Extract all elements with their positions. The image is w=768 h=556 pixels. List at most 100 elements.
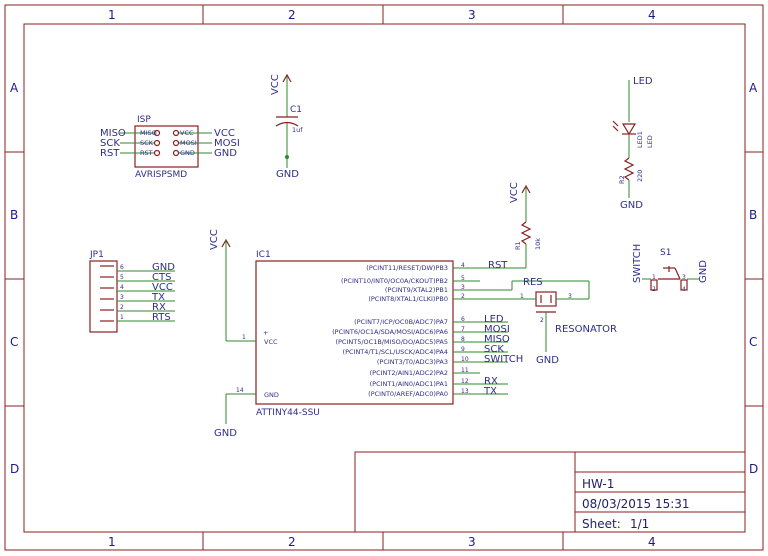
ic1-pin-label: (PCINT8/XTAL1/CLKI)PB0 (368, 295, 448, 303)
ic1-ref: IC1 (256, 250, 271, 260)
ic1-pin-net: LED (484, 314, 504, 325)
frame-col-3-top: 3 (468, 8, 476, 22)
led-net: LED (633, 76, 653, 87)
frame-col-2-bottom: 2 (288, 535, 296, 549)
ic1-pin-label: (PCINT7/ICP/OC0B/ADC7)PA7 (354, 318, 448, 326)
isp-net-rst: RST (100, 148, 120, 159)
ic1-pin-label: (PCINT5/OC1B/MISO/DO/ADC5)PA5 (335, 338, 448, 346)
frame-row-a-right: A (749, 81, 758, 95)
jp1-pin-6: 6 (120, 264, 124, 271)
r1-ref: R1 (514, 241, 522, 250)
resonator (527, 291, 566, 352)
isp-pin-sck: SCK (140, 139, 154, 147)
led-branch (612, 80, 637, 198)
ic1-pin-label: (PCINT9/XTAL2)PB1 (385, 286, 448, 294)
ic1-pin-net: TX (483, 386, 497, 397)
r2-ref: R2 (618, 175, 626, 184)
header-jp1 (89, 260, 175, 333)
jp1-pin-2: 2 (120, 304, 124, 311)
isp-pin-vcc: VCC (180, 129, 194, 137)
frame-row-c-left: C (10, 335, 18, 349)
r1-value: 10k (534, 238, 542, 250)
res-ref: RES (523, 277, 543, 288)
ic1-pin-label: (PCINT1/AIN0/ADC1)PA1 (370, 380, 448, 388)
c1-ref: C1 (290, 105, 302, 115)
ic1-pin-number: 10 (461, 356, 469, 363)
ic1-pin-number: 8 (461, 336, 465, 343)
isp-net-sck: SCK (100, 138, 120, 149)
jp1-net-vcc: VCC (152, 282, 173, 293)
ic1-vcc-net: VCC (209, 229, 220, 250)
res-pin-3: 3 (568, 293, 572, 300)
title-sheet-label: Sheet: (582, 517, 621, 531)
res-pin-2: 2 (540, 317, 544, 324)
frame-row-b-left: B (10, 208, 18, 222)
s1-pin-4: 4 (682, 286, 686, 293)
ic1-pin-label: (PCINT3/T0/ADC3)PA3 (377, 358, 448, 366)
ic1-pin-net: RX (484, 376, 498, 387)
led-ref: LED1 (636, 131, 644, 148)
res-gnd: GND (536, 355, 559, 366)
r1-vcc-net: VCC (509, 182, 520, 203)
ic1-pin-net: SWITCH (484, 354, 523, 365)
ic1-gnd-label: GND (264, 391, 279, 399)
isp-net-miso: MISO (100, 128, 126, 139)
jp1-net-rx: RX (152, 302, 166, 313)
jp1-pin-1: 1 (120, 314, 124, 321)
title-block (354, 451, 746, 533)
title-date: 08/03/2015 15:31 (582, 497, 690, 511)
title-name: HW-1 (582, 477, 614, 491)
res-value: RESONATOR (555, 324, 617, 335)
frame-row-d-right: D (749, 462, 758, 476)
ic1-pin-net: MOSI (484, 324, 510, 335)
frame-col-4-top: 4 (648, 8, 656, 22)
isp-pin-rst: RST (140, 149, 153, 157)
jp1-net-rts: RTS (152, 312, 171, 323)
r2-value: 220 (636, 170, 644, 182)
s1-pin-3: 3 (682, 274, 686, 281)
s1-pin-2: 2 (652, 286, 656, 293)
ic1-pin-label: (PCINT6/OC1A/SDA/MOSI/ADC6)PA6 (332, 328, 448, 336)
jp1-net-tx: TX (151, 292, 165, 303)
ic1-pin-number: 5 (461, 275, 465, 282)
ic1-pin-number: 9 (461, 346, 465, 353)
ic1-pin-net: MISO (484, 334, 510, 345)
frame-col-3-bottom: 3 (468, 535, 476, 549)
frame-row-b-right: B (749, 208, 757, 222)
jp1-net-gnd: GND (152, 262, 175, 273)
s1-net: SWITCH (632, 244, 643, 283)
ic1-pin-label: (PCINT10/INT0/OC0A/CKOUT)PB2 (341, 277, 448, 285)
ic1-gnd-net: GND (214, 428, 237, 439)
frame-row-a-left: A (10, 81, 19, 95)
capacitor-c1 (275, 73, 299, 168)
c1-gnd-net: GND (276, 169, 299, 180)
ic1-pin-number: 3 (461, 284, 465, 291)
isp-net-vcc: VCC (214, 128, 235, 139)
ic1-pin-label: (PCINT2/AIN1/ADC2)PA2 (370, 369, 448, 377)
ic1-pin-number: 12 (461, 378, 469, 385)
ic1-pin-number: 2 (461, 293, 465, 300)
c1-vcc-net: VCC (270, 74, 281, 95)
ic1-pin-label: (PCINT0/AREF/ADC0)PA0 (368, 390, 448, 398)
isp-pin-gnd: GND (180, 149, 195, 157)
s1-ref: S1 (660, 248, 671, 258)
jp1-net-cts: CTS (152, 272, 171, 283)
ic1-pin-1: 1 (242, 334, 246, 341)
jp1-pin-3: 3 (120, 294, 124, 301)
c1-value: 1uf (292, 126, 303, 134)
ic1-body (221, 238, 590, 424)
frame-col-2-top: 2 (288, 8, 296, 22)
resistor-r1 (466, 184, 532, 269)
isp-ref: ISP (137, 115, 151, 125)
res-pin-1: 1 (520, 293, 524, 300)
ic1-pin-number: 6 (461, 316, 465, 323)
ic1-pin-label: (PCINT11/RESET/DW)PB3 (366, 264, 448, 272)
frame-col-4-bottom: 4 (648, 535, 656, 549)
jp1-pin-4: 4 (120, 284, 124, 291)
ic1-pin-net: SCK (484, 344, 504, 355)
isp-pin-miso: MISO (140, 129, 157, 137)
isp-net-gnd: GND (214, 148, 237, 159)
isp-value: AVRISPSMD (135, 170, 187, 180)
